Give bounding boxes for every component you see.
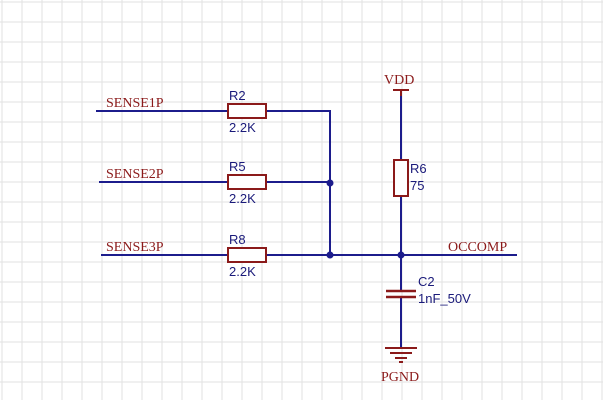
resistor-r5-value: 2.2K [229, 191, 256, 206]
wire-r2-out [266, 110, 331, 255]
vdd-power-port[interactable]: VDD [384, 73, 414, 96]
net-label-vdd: VDD [384, 73, 414, 88]
resistor-r5-body[interactable] [227, 174, 267, 190]
capacitor-c2-value: 1nF_50V [418, 291, 471, 306]
resistor-r8-value: 2.2K [229, 264, 256, 279]
resistor-r6[interactable]: R6 75 [393, 159, 427, 197]
junction-dot [326, 179, 334, 187]
resistor-r2-body[interactable] [227, 103, 267, 119]
resistor-r5[interactable]: R5 2.2K [227, 159, 267, 206]
resistor-r2-value: 2.2K [229, 120, 256, 135]
net-label-occomp[interactable]: OCCOMP [448, 240, 507, 255]
net-label-sense1p[interactable]: SENSE1P [106, 96, 164, 111]
resistor-r8-ref: R8 [229, 232, 246, 247]
net-label-sense3p[interactable]: SENSE3P [106, 240, 164, 255]
junction-dot [397, 251, 405, 259]
wires [96, 90, 517, 348]
resistor-r8[interactable]: R8 2.2K [227, 232, 267, 279]
junctions [326, 179, 405, 259]
resistor-r6-body[interactable] [393, 159, 409, 197]
junction-dot [326, 251, 334, 259]
pgnd-ground-port[interactable]: PGND [381, 347, 419, 385]
net-label-pgnd: PGND [381, 370, 419, 385]
resistor-r2-ref: R2 [229, 88, 246, 103]
capacitor-c2-ref: C2 [418, 274, 435, 289]
resistor-r8-body[interactable] [227, 247, 267, 263]
resistor-r2[interactable]: R2 2.2K [227, 88, 267, 135]
net-label-sense2p[interactable]: SENSE2P [106, 167, 164, 182]
resistor-r6-value: 75 [410, 178, 424, 193]
resistor-r5-ref: R5 [229, 159, 246, 174]
resistor-r6-ref: R6 [410, 161, 427, 176]
capacitor-c2[interactable]: C2 1nF_50V [386, 274, 471, 306]
